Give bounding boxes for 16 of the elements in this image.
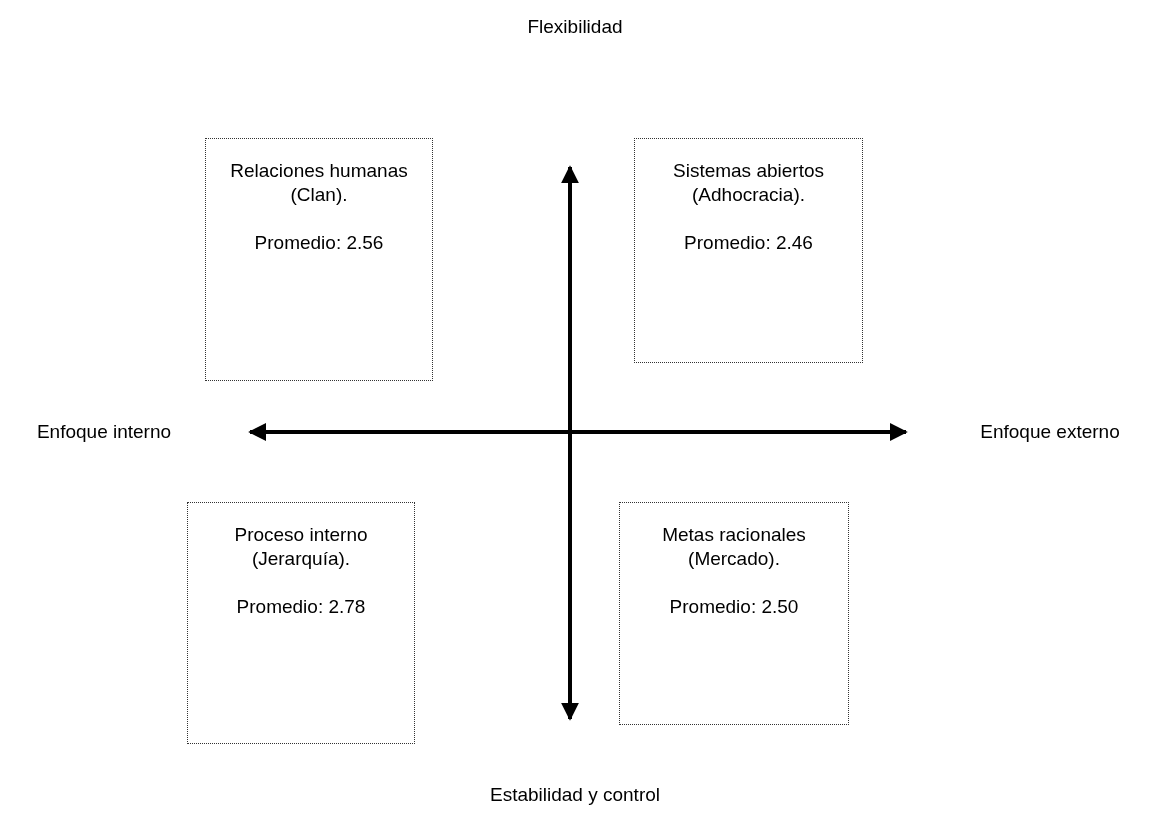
quadrant-title: Relaciones humanas (Clan). — [229, 159, 409, 207]
quadrant-box — [634, 138, 863, 363]
quadrant-title: Proceso interno (Jerarquía). — [233, 523, 369, 571]
quadrant-box — [619, 502, 849, 725]
quadrant-title: Sistemas abiertos (Adhocracia). — [672, 159, 825, 207]
axis-label: Enfoque externo — [980, 420, 1120, 444]
axis-label: Flexibilidad — [527, 15, 623, 39]
quadrant-box — [205, 138, 433, 381]
average-value: Promedio: 2.46 — [683, 231, 814, 255]
average-value: Promedio: 2.78 — [235, 595, 367, 619]
quadrant-box — [187, 502, 415, 744]
average-value: Promedio: 2.56 — [253, 231, 385, 255]
quadrant-title: Metas racionales (Mercado). — [661, 523, 807, 571]
average-value: Promedio: 2.50 — [668, 595, 800, 619]
axis-label: Estabilidad y control — [490, 783, 660, 807]
axis-label: Enfoque interno — [36, 420, 172, 444]
